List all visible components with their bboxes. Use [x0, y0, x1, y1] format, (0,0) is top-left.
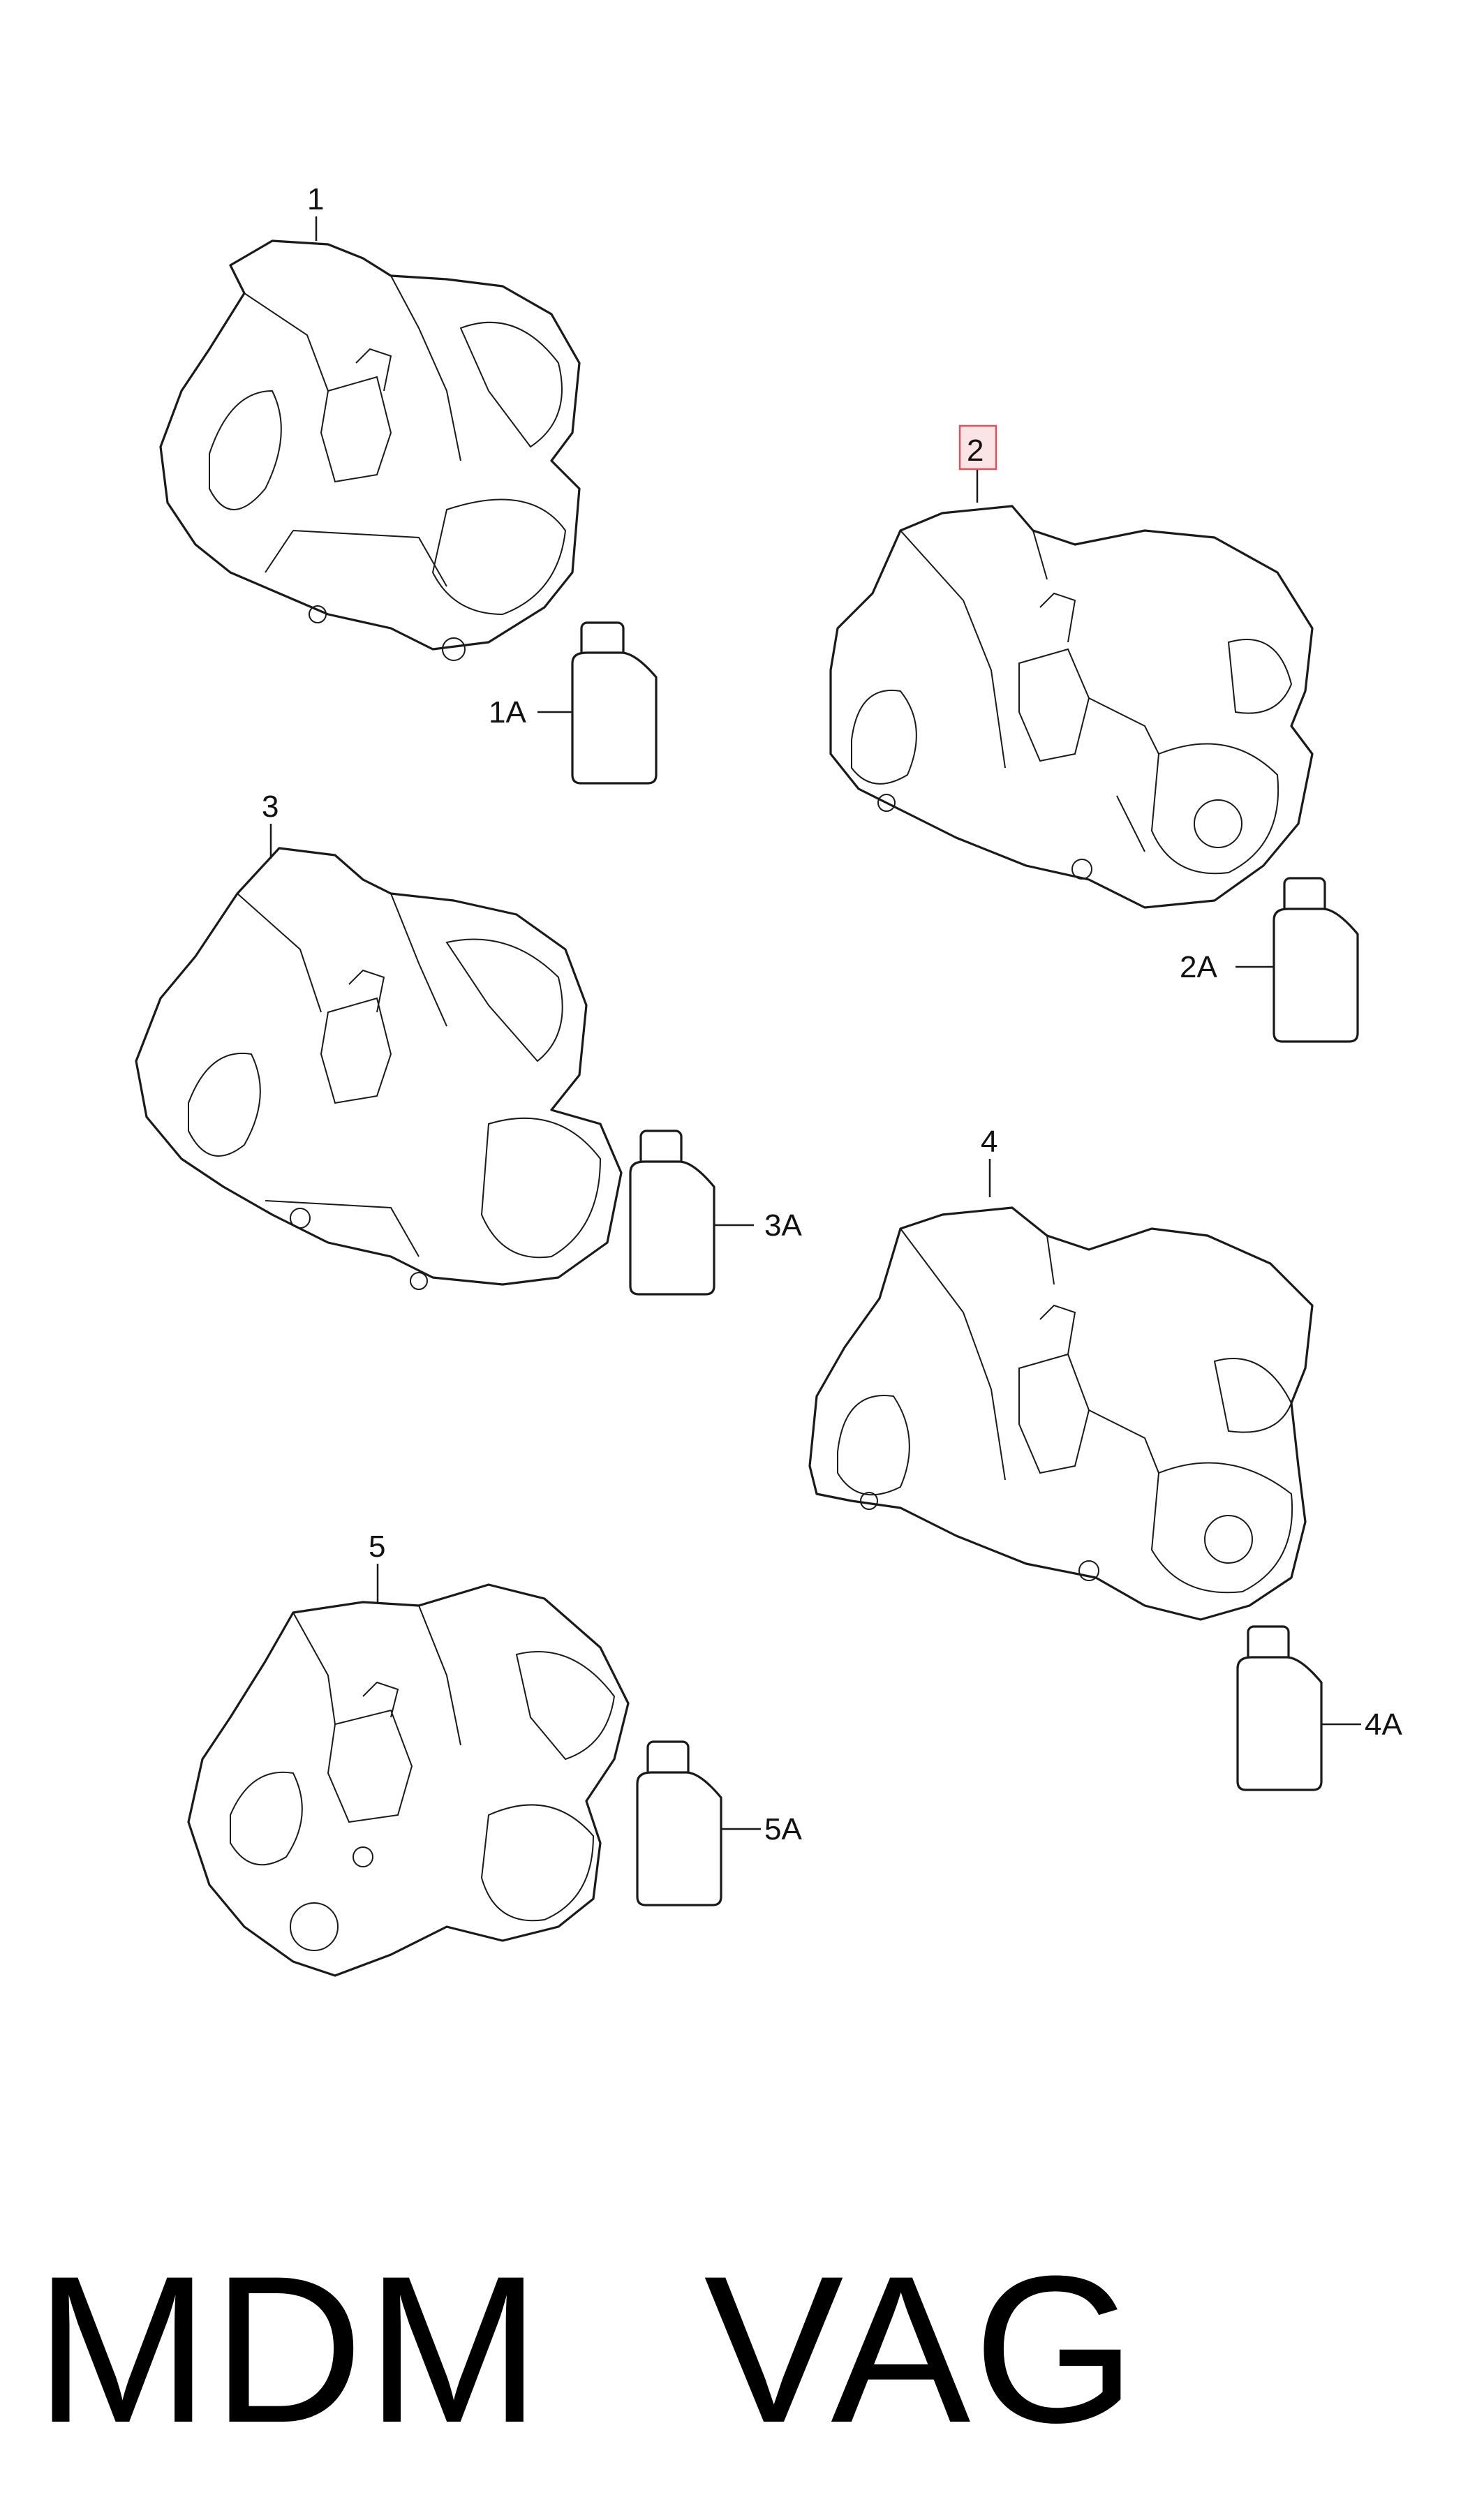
- footer-right-text: VAG: [704, 2232, 1139, 2466]
- callout-3a[interactable]: 3A: [764, 1208, 802, 1243]
- callout-5[interactable]: 5: [369, 1530, 385, 1564]
- callout-2[interactable]: 2: [967, 434, 984, 468]
- footer-left-text: MDM: [35, 2232, 544, 2466]
- gearbox-2[interactable]: [829, 505, 1314, 909]
- oil-bottle-1a[interactable]: [571, 621, 658, 785]
- callout-1[interactable]: 1: [307, 182, 324, 216]
- oil-bottle-2a[interactable]: [1272, 877, 1359, 1043]
- callout-1a[interactable]: 1A: [489, 695, 526, 730]
- oil-bottle-4a[interactable]: [1236, 1625, 1323, 1791]
- oil-bottle-5a[interactable]: [636, 1740, 722, 1906]
- gearbox-3[interactable]: [135, 847, 623, 1290]
- callout-4[interactable]: 4: [981, 1125, 997, 1159]
- footer-watermark: MDM VAG: [35, 2234, 1222, 2464]
- callout-5a[interactable]: 5A: [764, 1812, 802, 1846]
- oil-bottle-3a[interactable]: [629, 1130, 715, 1296]
- gearbox-1[interactable]: [159, 239, 581, 661]
- gearbox-5[interactable]: [187, 1583, 630, 1977]
- callout-4a[interactable]: 4A: [1365, 1708, 1402, 1742]
- gearbox-4[interactable]: [808, 1206, 1314, 1621]
- callout-3[interactable]: 3: [262, 790, 279, 824]
- callout-2-highlight: [958, 424, 997, 471]
- callout-2a[interactable]: 2A: [1180, 950, 1217, 984]
